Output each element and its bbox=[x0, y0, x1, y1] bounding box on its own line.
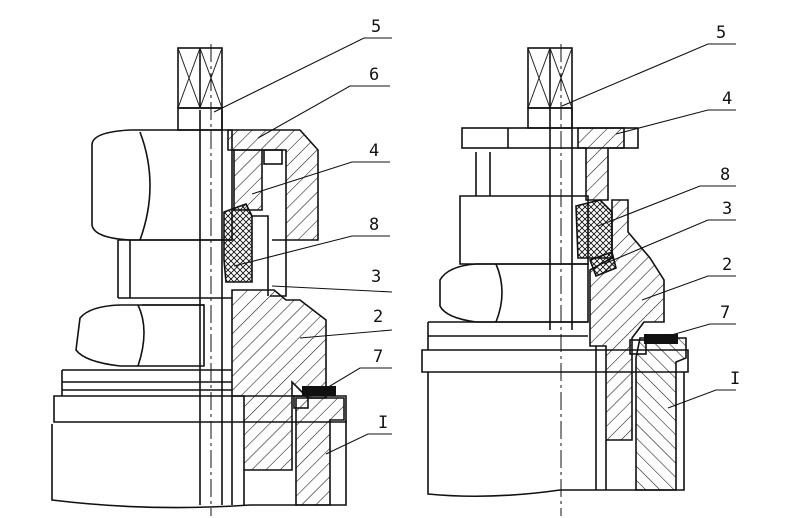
right-part-4-gland bbox=[577, 127, 625, 201]
left-part-I-seat bbox=[295, 397, 345, 506]
left-label-6: 6 bbox=[369, 65, 379, 85]
left-part-3-ring bbox=[252, 215, 287, 297]
left-base-ring bbox=[61, 369, 232, 396]
left-neck bbox=[117, 240, 131, 298]
right-part-7-washer bbox=[644, 334, 678, 344]
left-part-4-gland bbox=[233, 149, 263, 211]
left-label-8: 8 bbox=[369, 215, 379, 235]
left-label-3: 3 bbox=[371, 267, 381, 287]
left-label-I: I bbox=[378, 413, 388, 433]
left-upper-nut-face bbox=[139, 131, 151, 241]
right-part-I-seat bbox=[635, 337, 687, 491]
left-part-8-packing bbox=[223, 203, 253, 283]
left-label-2: 2 bbox=[373, 307, 383, 327]
right-label-5: 5 bbox=[716, 23, 726, 43]
right-label-8: 8 bbox=[720, 165, 730, 185]
right-body-outline bbox=[427, 372, 685, 498]
right-label-I: I bbox=[730, 369, 740, 389]
right-stem bbox=[549, 108, 573, 330]
left-lower-nut-face bbox=[137, 304, 204, 367]
left-label-4: 4 bbox=[369, 141, 379, 161]
right-upper-body bbox=[459, 195, 589, 265]
left-label-7: 7 bbox=[373, 347, 383, 367]
left-label-5: 5 bbox=[371, 17, 381, 37]
right-label-2: 2 bbox=[722, 255, 732, 275]
right-hex-nut bbox=[439, 263, 589, 323]
left-lower-nut bbox=[75, 304, 205, 367]
left-part-7-washer bbox=[302, 386, 336, 396]
right-label-4: 4 bbox=[722, 89, 732, 109]
right-part-2-body bbox=[589, 199, 665, 441]
left-assembly bbox=[51, 37, 393, 516]
left-body-outline bbox=[51, 420, 347, 509]
right-part-8-packing bbox=[575, 199, 613, 259]
left-stem bbox=[199, 110, 223, 505]
right-label-3: 3 bbox=[722, 199, 732, 219]
right-base-flange bbox=[421, 349, 689, 373]
right-label-7: 7 bbox=[720, 303, 730, 323]
right-assembly bbox=[421, 43, 736, 516]
